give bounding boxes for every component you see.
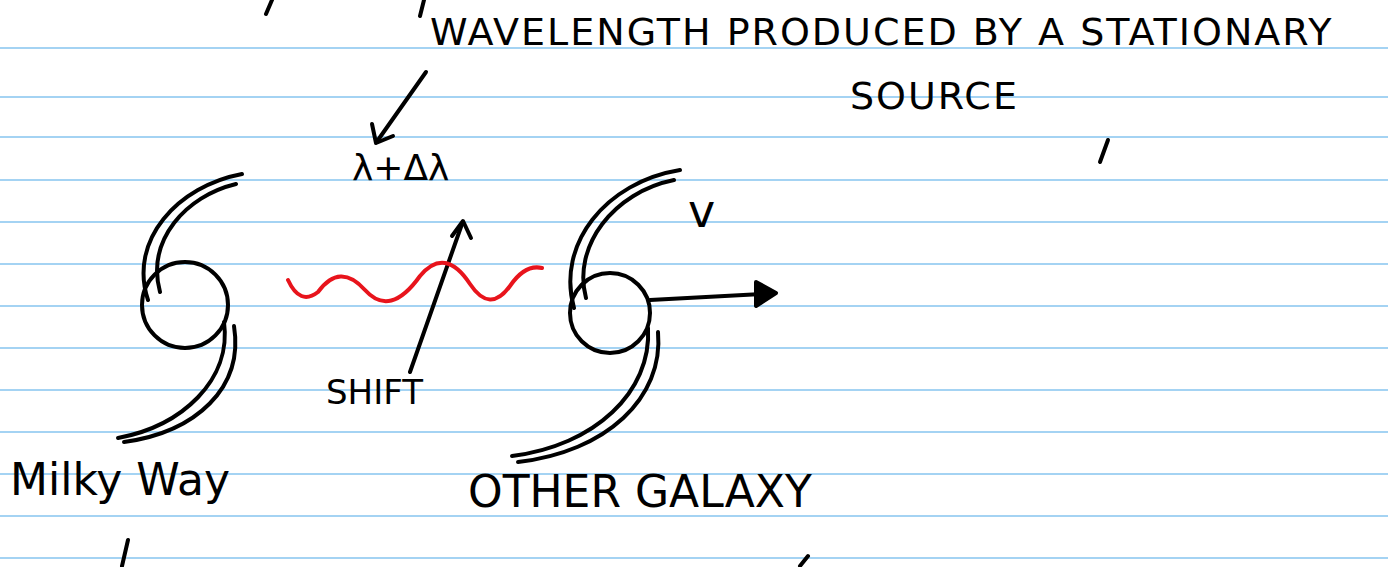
velocity-arrow-shaft xyxy=(650,294,762,300)
arrowhead xyxy=(452,221,471,238)
stray-stroke xyxy=(1100,140,1108,162)
ruled-line xyxy=(0,305,1388,306)
arrowhead xyxy=(372,124,393,143)
leader-shift xyxy=(410,221,471,372)
stray-stroke xyxy=(122,540,128,566)
shift-label: SHIFT xyxy=(326,372,423,413)
spiral-arm xyxy=(512,328,648,456)
galaxy-name: OTHER GALAXY xyxy=(468,466,812,519)
stray-stroke xyxy=(266,0,272,14)
ruled-line xyxy=(0,347,1388,348)
stray-stroke xyxy=(420,0,424,16)
galaxy-name: Milky Way xyxy=(10,454,230,507)
ruled-line xyxy=(0,136,1388,137)
note-text: WAVELENGTH PRODUCED BY A STATIONARY SOUR… xyxy=(430,0,1370,128)
spiral-arm xyxy=(570,170,680,308)
light-wave xyxy=(288,263,542,301)
milky-way-galaxy xyxy=(118,174,242,442)
spiral-arm xyxy=(583,180,674,298)
ruled-line xyxy=(0,389,1388,390)
ruled-line xyxy=(0,431,1388,432)
spiral-arm xyxy=(518,332,658,462)
velocity-symbol: v xyxy=(688,184,715,239)
ruled-line xyxy=(0,96,1388,97)
leader-line xyxy=(410,224,462,372)
ruled-line xyxy=(0,263,1388,264)
velocity-arrow xyxy=(650,282,776,306)
spiral-arm xyxy=(157,184,236,292)
spiral-arm xyxy=(118,322,225,438)
ruled-line xyxy=(0,557,1388,558)
other-galaxy xyxy=(512,170,680,462)
arrowhead xyxy=(756,282,776,306)
ruled-lines xyxy=(0,48,1388,558)
stray-stroke xyxy=(800,556,808,566)
wavelength-label: λ+Δλ xyxy=(352,146,449,189)
ruled-line xyxy=(0,179,1388,180)
leader-line xyxy=(378,72,426,140)
spiral-arm xyxy=(144,174,242,300)
spiral-arm xyxy=(124,326,235,442)
leader-wavelength xyxy=(372,72,426,143)
galaxy-core xyxy=(142,262,228,348)
